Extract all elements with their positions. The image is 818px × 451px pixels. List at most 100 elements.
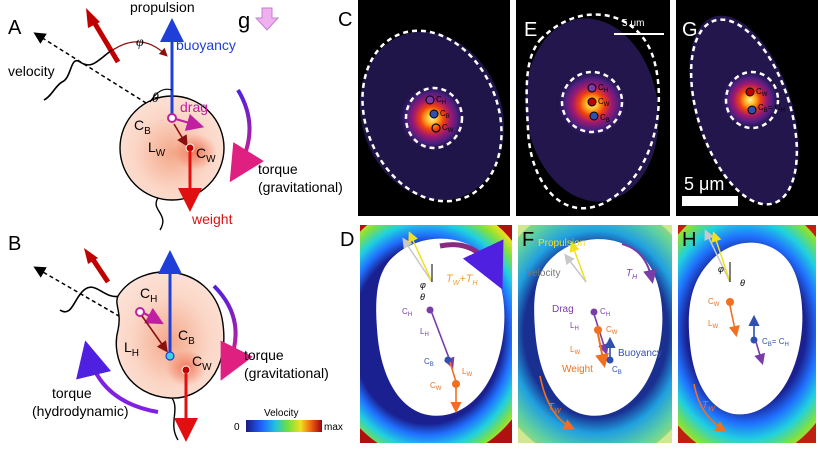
ch-label-f: CH: [600, 307, 610, 318]
flagellum: [43, 49, 113, 101]
propulsion-arrow-f: [569, 241, 587, 283]
torque-hydro-label-b: torque: [52, 385, 92, 401]
cb-point-a: [167, 113, 177, 123]
ch-label-e: CH: [598, 83, 608, 94]
cw-point-e: [587, 97, 597, 107]
theta-label: θ: [152, 91, 159, 106]
velocity-label: velocity: [8, 63, 55, 79]
cw-point-d: [452, 380, 460, 388]
cell-body-h: [688, 242, 803, 415]
propulsion-arrow: [91, 20, 121, 64]
ch-label-c: CH: [436, 95, 446, 106]
velocity-arrow-h: [704, 229, 731, 283]
cb-point-c: [429, 109, 439, 119]
panel-label-g: G: [682, 19, 698, 41]
phi-arc: [109, 41, 168, 57]
torque-arrow-f: [621, 243, 657, 284]
lw-label-h: LW: [708, 319, 718, 330]
cw-point-g: [745, 87, 755, 97]
torque-arc-a: [229, 88, 264, 183]
cb-label-h: CB= CH: [762, 337, 789, 348]
drag-arrow-h: [754, 341, 766, 366]
cb-label-b: CB: [178, 327, 195, 347]
gravity-arrow-icon: [254, 7, 280, 31]
cb-label-c: CB: [440, 109, 450, 120]
tail-a: [155, 197, 164, 231]
phi-label: φ: [136, 35, 144, 50]
cb-label-d: CB: [424, 357, 434, 368]
core-fluorescence-g: [720, 70, 780, 130]
cb-label-e: CB: [600, 113, 610, 124]
torque-type-a: (gravitational): [258, 179, 343, 195]
phi-label-h: φ: [718, 264, 724, 274]
torque-hydro-type-b: (hydrodynamic): [32, 403, 128, 419]
panel-c: CH CB CW C: [338, 0, 510, 216]
weight-arrow-f: [595, 333, 609, 368]
flagellum-b: [59, 286, 121, 313]
ch-label-d: CH: [402, 307, 412, 318]
tw-label-f: TW: [548, 402, 562, 415]
cb-label-f: CB: [612, 365, 622, 376]
cb-label-g: CB= CH: [758, 103, 785, 114]
tw-arrow-h: [693, 383, 727, 432]
lh-arrow-b: [141, 315, 168, 353]
weight-arrow-h: [728, 305, 740, 338]
th-label-f: TH: [626, 268, 638, 281]
panel-h: H φ θ CW LW CB= CH TW: [678, 225, 816, 443]
lw-segment-d: [449, 361, 457, 383]
weight-label: weight: [191, 211, 233, 227]
propulsion-arrow-b: [89, 256, 111, 284]
cw-label-g: CW: [756, 87, 768, 98]
phi-label-d: φ: [420, 280, 426, 290]
lh-arrow-d: [429, 307, 455, 369]
cell-outline-e: [525, 13, 661, 210]
ch-point-c: [425, 95, 435, 105]
propulsion-arrowhead-icon: [86, 8, 100, 28]
velocity-label-f: Velocity: [526, 268, 560, 279]
colorbar-min: 0: [234, 422, 240, 433]
tw-label-h: TW: [702, 400, 716, 413]
panel-label-f: F: [522, 229, 534, 251]
propulsion-arrow-d: [408, 231, 433, 283]
drag-label: drag: [180, 99, 208, 115]
torque-arc-hydro-b: [76, 340, 159, 414]
theta-arc: [149, 88, 173, 103]
cell-outline-g: [689, 18, 799, 206]
lh-label-f: LH: [570, 321, 579, 332]
propulsion-arrow-h: [711, 231, 731, 283]
ch-point-e: [587, 83, 597, 93]
propulsion-arrowhead-icon-b: [84, 248, 98, 264]
cw-label-a: CW: [196, 145, 216, 165]
torque-arc-grav-b: [212, 284, 253, 381]
torque-label-d: TW+TH: [446, 273, 479, 287]
drag-arrow-b: [141, 307, 164, 325]
cw-point-h: [726, 298, 734, 306]
cb-point-g: [747, 105, 757, 115]
colorbar-max: max: [324, 422, 343, 433]
velocity-arrow-f: [564, 253, 587, 283]
panel-b: B CH LH CB CW torque (gravitational) tor…: [8, 233, 329, 442]
panel-label-c: C: [338, 9, 352, 31]
scale-label-g: 5 μm: [684, 174, 724, 194]
lw-label-a: LW: [148, 139, 166, 159]
cb-point-f: [606, 356, 614, 364]
cb-point-d: [444, 356, 452, 364]
lw-arrow-a: [173, 123, 188, 147]
buoyancy-label: buoyancy: [176, 37, 236, 53]
cw-point-c: [431, 123, 441, 133]
propulsion-label-f: Propulsion: [538, 238, 585, 249]
ch-label-b: CH: [140, 285, 157, 305]
theta-label-d: θ: [420, 292, 425, 302]
torque-grav-type-b: (gravitational): [244, 365, 329, 381]
cw-label-b: CW: [192, 353, 212, 373]
panel-e: CH CW CB 5 μm E: [516, 0, 670, 216]
velocity-arrow: [33, 32, 171, 119]
torque-arrow-d: [439, 239, 504, 290]
core-outline-e: [560, 70, 624, 134]
panel-label-a: A: [8, 17, 22, 39]
tw-arrow-f: [539, 375, 575, 430]
lh-label-d: LH: [420, 327, 429, 338]
buoyancy-label-f: Buoyancy: [618, 348, 662, 359]
torque-label-a: torque: [258, 161, 298, 177]
